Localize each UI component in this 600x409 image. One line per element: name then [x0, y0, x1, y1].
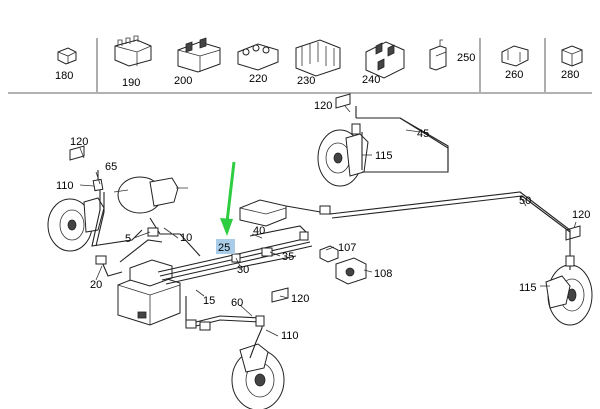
valve-block	[239, 199, 287, 227]
callout-115-front[interactable]: 115	[375, 150, 393, 162]
rear-left-brake-disc	[231, 343, 285, 409]
pressure-sensor	[319, 245, 367, 285]
parts-header-strip: 180 190 200 220 230	[8, 35, 592, 94]
callout-110-front[interactable]: 110	[56, 180, 74, 192]
callout-50[interactable]: 50	[519, 195, 531, 207]
callout-5[interactable]: 5	[125, 233, 131, 245]
hydraulic-unit	[117, 259, 181, 326]
header-part-280[interactable]: 280	[561, 45, 583, 81]
callout-20[interactable]: 20	[90, 279, 102, 291]
header-part-label: 280	[561, 69, 579, 81]
highlight-arrow	[220, 161, 236, 236]
header-part-260[interactable]: 260	[501, 45, 529, 81]
front-right-brake-disc	[317, 129, 369, 187]
front-left-brake-disc	[47, 197, 105, 252]
header-part-200[interactable]: 200	[174, 37, 221, 87]
brake-pipes	[91, 106, 571, 359]
header-part-180[interactable]: 180	[55, 47, 77, 82]
header-part-label: 190	[122, 77, 140, 89]
callout-60[interactable]: 60	[231, 297, 243, 309]
header-part-250[interactable]: 250	[429, 39, 475, 71]
callout-107[interactable]: 107	[338, 242, 356, 254]
callout-65[interactable]: 65	[105, 161, 117, 173]
leader-lines	[79, 105, 577, 337]
header-part-label: 250	[457, 52, 475, 64]
callout-labels: 120 45 115 120 65 110 10 5 25 40 30 35 1…	[56, 100, 590, 342]
header-part-220[interactable]: 220	[237, 43, 279, 85]
callout-10[interactable]: 10	[180, 232, 192, 244]
callout-110-rear[interactable]: 110	[281, 330, 299, 342]
callout-15[interactable]: 15	[203, 295, 215, 307]
bracket-120-bottom	[271, 287, 289, 303]
header-part-label: 200	[174, 75, 192, 87]
bracket-120-top	[335, 93, 351, 109]
callout-108[interactable]: 108	[374, 268, 392, 280]
header-part-label: 180	[55, 70, 73, 82]
header-part-230[interactable]: 230	[295, 39, 341, 87]
callout-45[interactable]: 45	[417, 128, 429, 140]
callout-30[interactable]: 30	[237, 264, 249, 276]
callout-120-right[interactable]: 120	[572, 209, 590, 221]
callout-120-bottom[interactable]: 120	[291, 293, 309, 305]
callout-25[interactable]: 25	[218, 242, 230, 254]
header-part-label: 260	[505, 69, 523, 81]
header-part-240[interactable]: 240	[362, 41, 405, 86]
brake-booster	[113, 176, 188, 214]
header-part-190[interactable]: 190	[114, 35, 152, 89]
callout-120-top[interactable]: 120	[314, 100, 332, 112]
callout-120-left[interactable]: 120	[70, 136, 88, 148]
header-part-label: 220	[249, 73, 267, 85]
callout-115-rear[interactable]: 115	[519, 282, 537, 294]
callout-40[interactable]: 40	[253, 225, 265, 237]
brake-system-drawing	[47, 93, 593, 409]
rear-right-brake-disc	[545, 264, 593, 326]
header-part-label: 230	[297, 75, 315, 87]
callout-highlight	[216, 239, 235, 254]
callout-35[interactable]: 35	[282, 251, 294, 263]
header-part-label: 240	[362, 74, 380, 86]
